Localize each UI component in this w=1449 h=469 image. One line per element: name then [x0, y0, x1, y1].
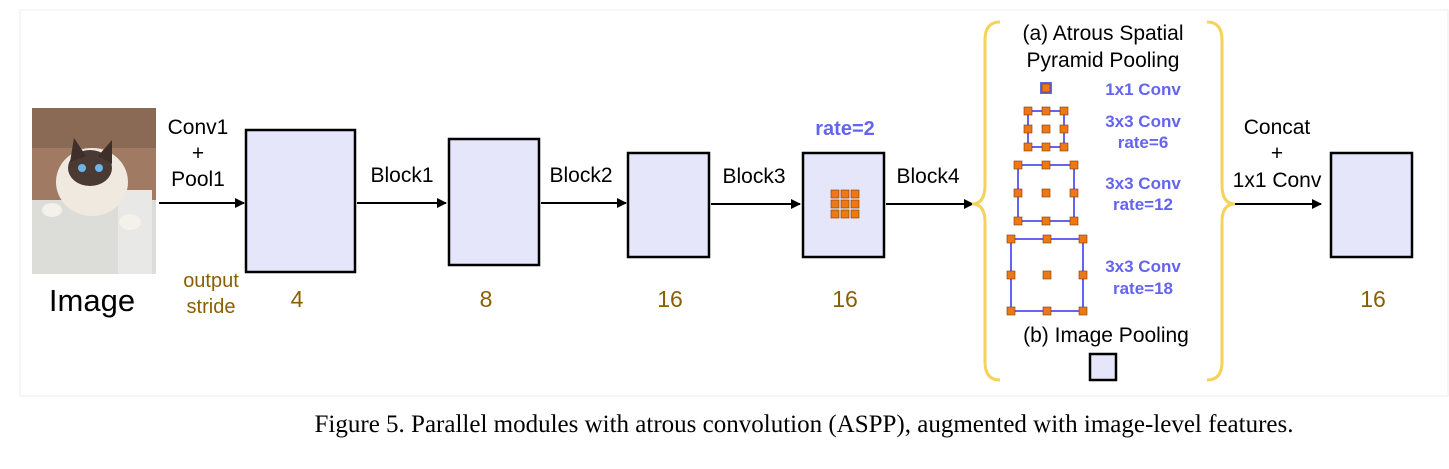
stage-1-op-line-2: +	[192, 142, 204, 165]
kernel-dot	[1042, 306, 1052, 316]
output-stride-label-line-1: output	[183, 270, 239, 292]
kernel-dot	[1041, 216, 1051, 226]
kernel-dot	[1059, 124, 1069, 134]
kernel-dot	[1013, 160, 1023, 170]
kernel-dot	[1042, 234, 1052, 244]
kernel-dot	[1078, 234, 1088, 244]
figure-frame	[19, 9, 1449, 397]
stride-value-4: 4	[291, 286, 304, 312]
kernel-dot	[1041, 160, 1051, 170]
kernel-dot	[1041, 142, 1051, 152]
feature-map-stride-8	[447, 137, 541, 267]
kernel-rate18	[1006, 234, 1088, 316]
kernel-dot	[850, 209, 860, 219]
kernel-dot	[1013, 188, 1023, 198]
kernel-1x1-frame	[1040, 82, 1052, 94]
kernel-dot	[1042, 270, 1052, 280]
branch-rate18-label-line-2: rate=18	[1113, 279, 1173, 298]
stride-value-16-b: 16	[832, 286, 858, 312]
kernel-dot	[830, 209, 840, 219]
stride-value-8: 8	[480, 286, 493, 312]
kernel-rate12	[1013, 160, 1079, 226]
kernel-dot	[1013, 216, 1023, 226]
kernel-dot	[1078, 306, 1088, 316]
stage-5-op: Block4	[896, 165, 959, 188]
kernel-dot	[830, 199, 840, 209]
kernel-dot	[1023, 106, 1033, 116]
feature-map-output	[1329, 151, 1414, 259]
kernel-dot	[1059, 106, 1069, 116]
kernel-dot	[1041, 124, 1051, 134]
concat-op-line-2: +	[1271, 142, 1283, 165]
kernel-dot	[1041, 106, 1051, 116]
branch-rate12-label-line-1: 3x3 Conv	[1105, 174, 1181, 193]
branch-rate18-label-line-1: 3x3 Conv	[1105, 257, 1181, 276]
input-label: Image	[49, 283, 135, 318]
image-pooling-map	[1088, 352, 1118, 382]
kernel-dot	[840, 199, 850, 209]
stage-4-op: Block3	[722, 165, 785, 188]
kernel-dot	[1023, 142, 1033, 152]
feature-map-stride-16	[626, 151, 711, 259]
stride-value-final: 16	[1360, 286, 1386, 312]
kernel-dot	[1006, 306, 1016, 316]
kernel-dot	[850, 189, 860, 199]
kernel-dot	[1069, 160, 1079, 170]
branch-rate6-label-line-2: rate=6	[1118, 133, 1169, 152]
figure-caption: Figure 5. Parallel modules with atrous c…	[315, 411, 1294, 438]
input-image	[32, 108, 156, 274]
rate-label: rate=2	[815, 118, 875, 140]
kernel-dot	[1069, 216, 1079, 226]
kernel-dot	[1078, 270, 1088, 280]
kernel-rate6	[1023, 106, 1069, 152]
output-stride-label-line-2: stride	[187, 296, 236, 318]
branch-1x1-label: 1x1 Conv	[1105, 80, 1181, 99]
kernel-dot	[840, 189, 850, 199]
kernel-dot	[1006, 234, 1016, 244]
kernel-dot	[850, 199, 860, 209]
stride-value-16-a: 16	[657, 286, 683, 312]
aspp-title-line-2: Pyramid Pooling	[1027, 49, 1180, 72]
kernel-dot	[1006, 270, 1016, 280]
stage-1-op-line-1: Conv1	[168, 116, 229, 139]
image-pooling-label: (b) Image Pooling	[1023, 324, 1189, 347]
kernel-dot	[1023, 124, 1033, 134]
right-brace	[1206, 20, 1236, 382]
feature-map-stride-4	[244, 128, 357, 274]
concat-op-line-1: Concat	[1244, 116, 1311, 139]
kernel-dot	[1041, 83, 1051, 93]
kernel-dot	[840, 209, 850, 219]
kernel-1x1	[1040, 82, 1052, 94]
aspp-title-line-1: (a) Atrous Spatial	[1022, 22, 1183, 45]
stage-3-op: Block2	[549, 164, 612, 187]
atrous-kernels	[830, 82, 1088, 316]
stage-1-op-line-3: Pool1	[171, 168, 225, 191]
kernel-dot	[1041, 188, 1051, 198]
kernel-dot	[830, 189, 840, 199]
branch-rate12-label-line-2: rate=12	[1113, 195, 1173, 214]
concat-op-line-3: 1x1 Conv	[1233, 169, 1322, 192]
kernel-dot	[1069, 188, 1079, 198]
branch-rate6-label-line-1: 3x3 Conv	[1105, 112, 1181, 131]
left-brace	[971, 20, 1001, 382]
kernel-dot	[1059, 142, 1069, 152]
kernel-block3-rate2	[830, 189, 860, 219]
stage-2-op: Block1	[370, 164, 433, 187]
